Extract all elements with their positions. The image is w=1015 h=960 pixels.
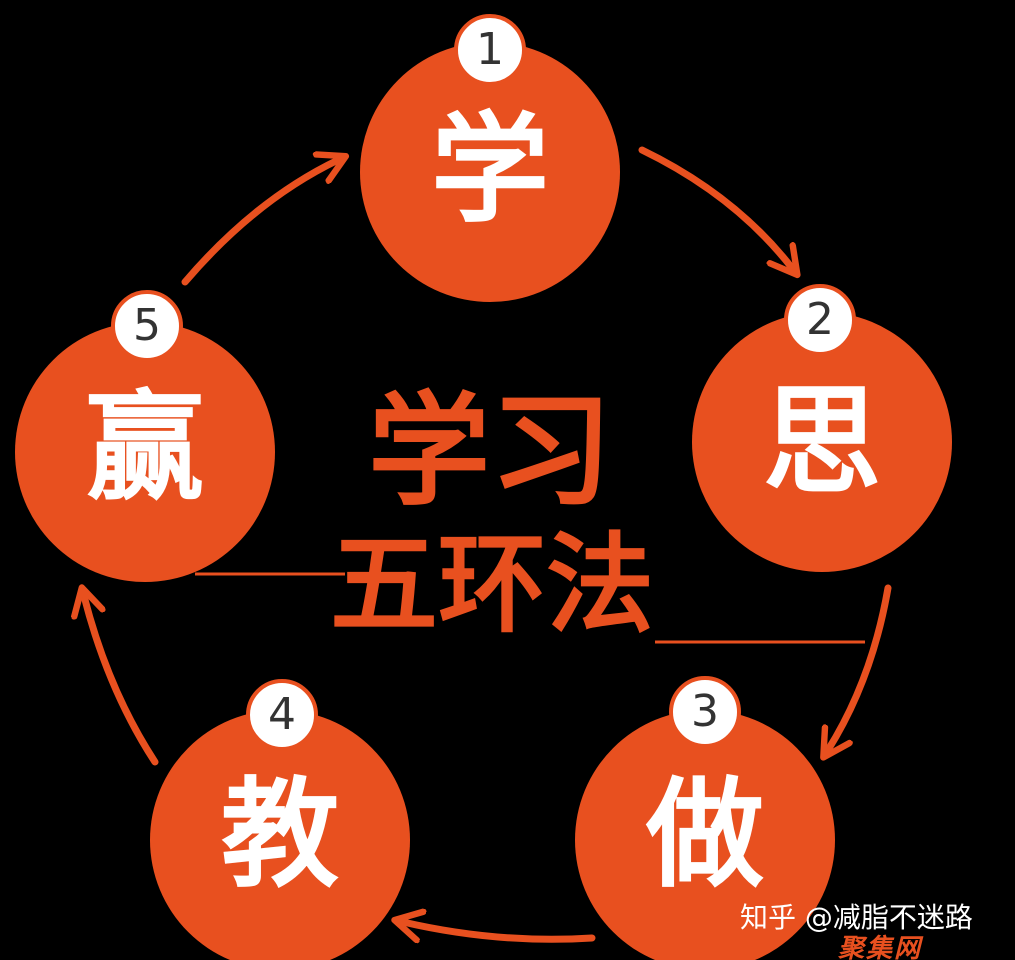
node-4-circle [150,710,410,960]
arrow-3-to-4 [403,922,596,939]
node-3-badge [669,676,741,748]
zhihu-watermark: 知乎 @减脂不迷路 [740,901,973,934]
node-1-badge [454,14,526,86]
node-4-teach: 教 4 [150,679,410,960]
center-title: 学习 五环法 [195,379,865,648]
title-line-2: 五环法 [330,522,654,648]
node-2-label: 思 [763,372,881,511]
title-line-1: 学习 [368,379,612,523]
node-1-circle [360,42,620,302]
node-3-number: 3 [691,686,719,737]
node-3-do: 做 3 [575,676,835,960]
node-5-label: 赢 [86,378,204,517]
node-4-number: 4 [268,689,296,740]
site-stamp: 聚集网 [838,934,923,960]
cycle-arrows [84,146,892,939]
node-1-label: 学 [431,100,549,239]
node-2-number: 2 [806,294,834,345]
node-4-label: 教 [221,765,339,904]
arrow-1-to-2 [638,146,792,268]
node-4-badge [246,679,318,751]
node-5-win: 赢 5 [15,290,275,582]
node-5-circle [15,322,275,582]
node-3-circle [575,710,835,960]
node-1-number: 1 [476,24,504,75]
node-1-learn: 学 1 [360,14,620,302]
node-5-badge [111,290,183,362]
node-2-badge [784,284,856,356]
node-3-label: 做 [645,765,764,904]
arrow-4-to-5 [84,596,159,766]
arrow-5-to-1 [181,160,338,286]
node-5-number: 5 [133,300,161,351]
node-2-think: 思 2 [692,284,952,572]
arrow-2-to-3 [828,584,892,750]
node-2-circle [692,312,952,572]
